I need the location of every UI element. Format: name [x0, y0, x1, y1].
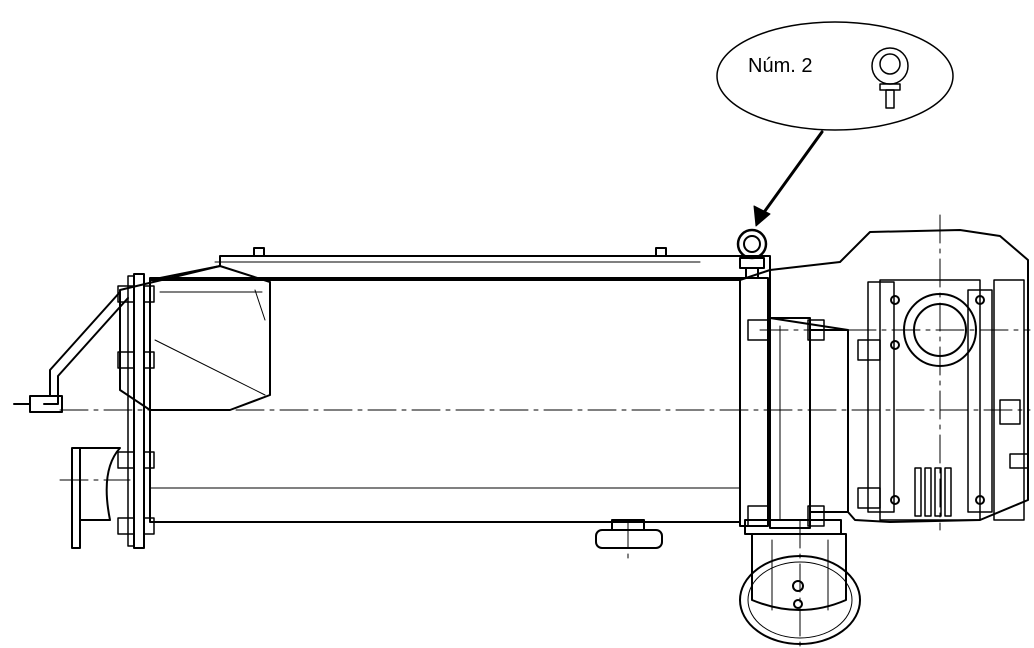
- gearbox: [769, 229, 1029, 523]
- callout-label: Núm. 2: [748, 55, 813, 77]
- main-body: [149, 277, 741, 523]
- support-bar: [13, 291, 129, 413]
- inlet-hopper: [119, 265, 271, 411]
- leader-arrow: [753, 130, 824, 227]
- flange-plate: [71, 273, 145, 549]
- eye-bolt-icon: [871, 47, 909, 109]
- caster-wheel: [739, 519, 861, 645]
- support-foot: [595, 519, 663, 549]
- eye-bolt: [736, 228, 768, 279]
- top-plate: [149, 247, 771, 281]
- coupling-flange: [739, 277, 849, 529]
- callout-bubble: [716, 21, 954, 131]
- bolt: [117, 285, 155, 535]
